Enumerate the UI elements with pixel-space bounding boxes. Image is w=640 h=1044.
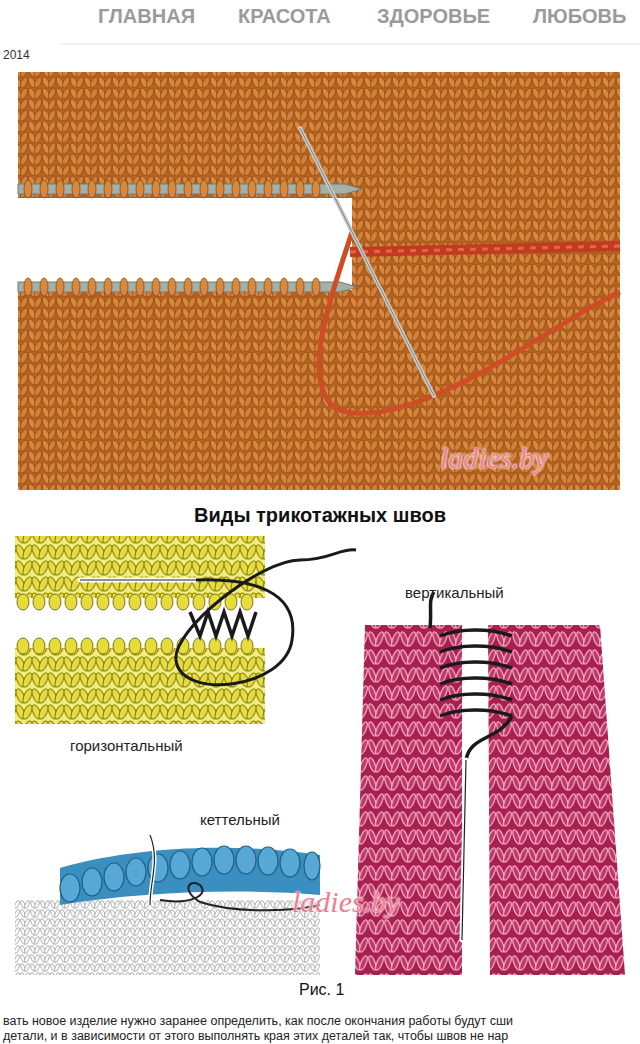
watermark: ladies.by [440, 440, 547, 476]
body-text: детали, и в зависимости от этого выполня… [3, 1029, 508, 1043]
nav-item: КРАСОТА [238, 4, 331, 28]
seam-label: горизонтальный [70, 737, 183, 755]
seam-label: вертикальный [405, 584, 504, 602]
date-text: 2014 [3, 48, 30, 62]
seam-label: кеттельный [200, 811, 280, 829]
nav-item: ГЛАВНАЯ [98, 4, 195, 28]
watermark: ladies.by [292, 884, 399, 920]
figure-title: Виды трикотажных швов [194, 503, 446, 527]
nav-item: ЛЮБОВЬ [533, 4, 626, 28]
figure-caption: Рис. 1 [299, 980, 344, 999]
body-text: вать новое изделие нужно заранее определ… [3, 1014, 513, 1028]
nav-item: ЗДОРОВЬЕ [377, 4, 490, 28]
